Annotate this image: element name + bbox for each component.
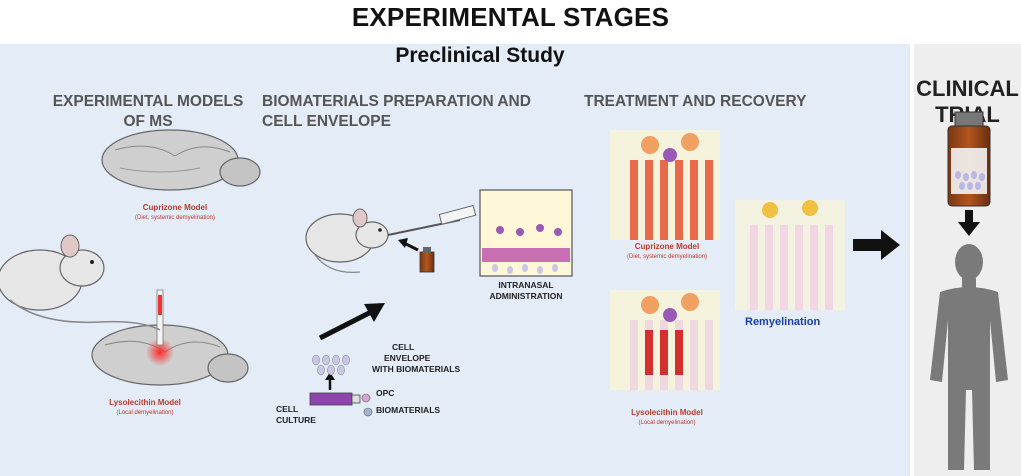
intranasal-label: INTRANASAL ADMINISTRATION <box>489 280 563 301</box>
arrow-right-icon <box>853 230 900 260</box>
lysolecithin-tissue-icon <box>610 290 720 390</box>
cuprizone-brain-icon <box>101 129 261 191</box>
lysolecithin-brain-icon <box>91 289 249 386</box>
intranasal-inset <box>479 189 573 277</box>
remyelination-tissue-icon <box>735 200 845 310</box>
preclinical-title: Preclinical Study <box>395 44 565 67</box>
section-title-treatment: TREATMENT AND RECOVERY <box>584 93 807 110</box>
mouse-syringe-icon <box>305 204 477 274</box>
cell-culture-icon <box>309 354 373 417</box>
human-silhouette-icon <box>930 244 1008 470</box>
lysolecithin-label-treatment: Lysolecithin Model (Local demyelination) <box>631 408 703 426</box>
cell-culture-label: CELL CULTURE <box>276 404 316 425</box>
section-title-biomaterials: BIOMATERIALS PREPARATION AND CELL ENVELO… <box>262 93 531 130</box>
cuprizone-tissue-icon <box>610 130 720 240</box>
vial-icon <box>947 111 991 207</box>
section-title-models: EXPERIMENTAL MODELS OF MS <box>52 93 244 130</box>
opc-label: OPC <box>376 388 395 398</box>
arrow-up-right-icon <box>318 303 385 341</box>
arrow-down-icon <box>958 210 980 236</box>
biomaterials-label: BIOMATERIALS <box>376 405 441 415</box>
cell-envelope-label: CELL ENVELOPE WITH BIOMATERIALS <box>372 342 461 374</box>
cuprizone-label-models: Cuprizone Model (Diet, systemic demyelin… <box>134 203 216 221</box>
mouse-icon <box>0 234 161 331</box>
clinical-trial-title: CLINICAL TRIAL <box>916 76 1019 127</box>
remyelination-label: Remyelination <box>745 316 821 328</box>
main-title: EXPERIMENTAL STAGES <box>351 2 670 32</box>
cuprizone-label-treatment: Cuprizone Model (Diet, systemic demyelin… <box>626 242 708 260</box>
lysolecithin-label-models: Lysolecithin Model (Local demyelination) <box>109 398 181 416</box>
